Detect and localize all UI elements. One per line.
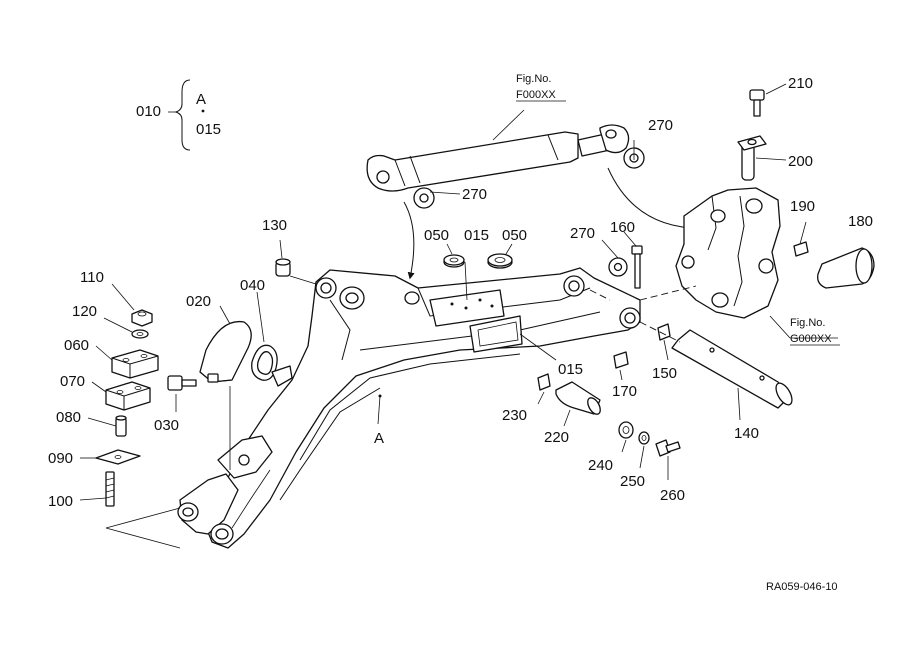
- label-030: 030: [154, 417, 179, 434]
- bolt-160: [631, 245, 643, 289]
- collar-240: [618, 421, 634, 439]
- label-050-left: 050: [424, 227, 449, 244]
- fig-ref-g-label: Fig.No.: [790, 317, 825, 329]
- pin-220: [555, 381, 601, 415]
- label-230: 230: [502, 407, 527, 424]
- nut-110: [131, 309, 153, 327]
- drawing-code: RA059-046-10: [766, 581, 838, 593]
- clamp-070: [105, 381, 151, 411]
- label-040: 040: [240, 277, 265, 294]
- clamp-060: [111, 349, 159, 379]
- label-090: 090: [48, 450, 73, 467]
- labels: 010 A 015 Fig.No. F000XX Fig.No. G000XX …: [48, 73, 873, 593]
- bolt-260: [655, 439, 681, 457]
- label-015-top: 015: [196, 121, 221, 138]
- grommet-040: [251, 344, 293, 387]
- label-190: 190: [790, 198, 815, 215]
- plate-090: [95, 449, 141, 465]
- bolt-030: [167, 375, 197, 391]
- label-160: 160: [610, 219, 635, 236]
- label-a-arm: A: [374, 430, 384, 447]
- grease-fitting-230: [537, 373, 551, 391]
- hose-cover-020: [199, 320, 252, 383]
- swing-bracket: [675, 187, 838, 339]
- bolt-210: [749, 89, 765, 117]
- washer-270-left: [413, 187, 435, 209]
- label-140: 140: [734, 425, 759, 442]
- label-a-top: A: [196, 91, 206, 108]
- label-015-mid: 015: [464, 227, 489, 244]
- spacer-080: [115, 415, 127, 437]
- washer-250: [638, 431, 650, 445]
- nut-170: [613, 351, 629, 369]
- label-200: 200: [788, 153, 813, 170]
- grease-fitting-190: [793, 241, 809, 257]
- label-010: 010: [136, 103, 161, 120]
- fig-ref-f-code: F000XX: [516, 89, 556, 101]
- label-210: 210: [788, 75, 813, 92]
- label-100: 100: [48, 493, 73, 510]
- label-120: 120: [72, 303, 97, 320]
- label-110: 110: [80, 269, 104, 286]
- kit-bracket: [168, 79, 205, 151]
- label-020: 020: [186, 293, 211, 310]
- label-015-low: 015: [558, 361, 583, 378]
- label-180: 180: [848, 213, 873, 230]
- fig-ref-g-code: G000XX: [790, 333, 832, 345]
- grease-fitting-150: [657, 323, 671, 341]
- swing-arm: [177, 267, 641, 549]
- label-150: 150: [652, 365, 677, 382]
- label-270-top: 270: [648, 117, 673, 134]
- label-260: 260: [660, 487, 685, 504]
- label-170: 170: [612, 383, 637, 400]
- label-080: 080: [56, 409, 81, 426]
- stud-100: [105, 471, 115, 507]
- pin-200: [737, 135, 767, 181]
- label-270-bracket: 270: [570, 225, 595, 242]
- washer-270-bracket: [608, 257, 628, 277]
- label-220: 220: [544, 429, 569, 446]
- label-050-right: 050: [502, 227, 527, 244]
- washer-050-right: [487, 253, 513, 269]
- label-240: 240: [588, 457, 613, 474]
- label-130: 130: [262, 217, 287, 234]
- washer-050-left: [443, 254, 465, 268]
- plug-130: [275, 258, 291, 277]
- swing-cylinder: [366, 109, 630, 192]
- label-060: 060: [64, 337, 89, 354]
- fig-ref-f-label: Fig.No.: [516, 73, 551, 85]
- label-250: 250: [620, 473, 645, 490]
- label-070: 070: [60, 373, 85, 390]
- label-270-left: 270: [462, 186, 487, 203]
- washer-120: [131, 329, 149, 339]
- pin-140: [671, 329, 793, 409]
- pin-180: [817, 247, 875, 289]
